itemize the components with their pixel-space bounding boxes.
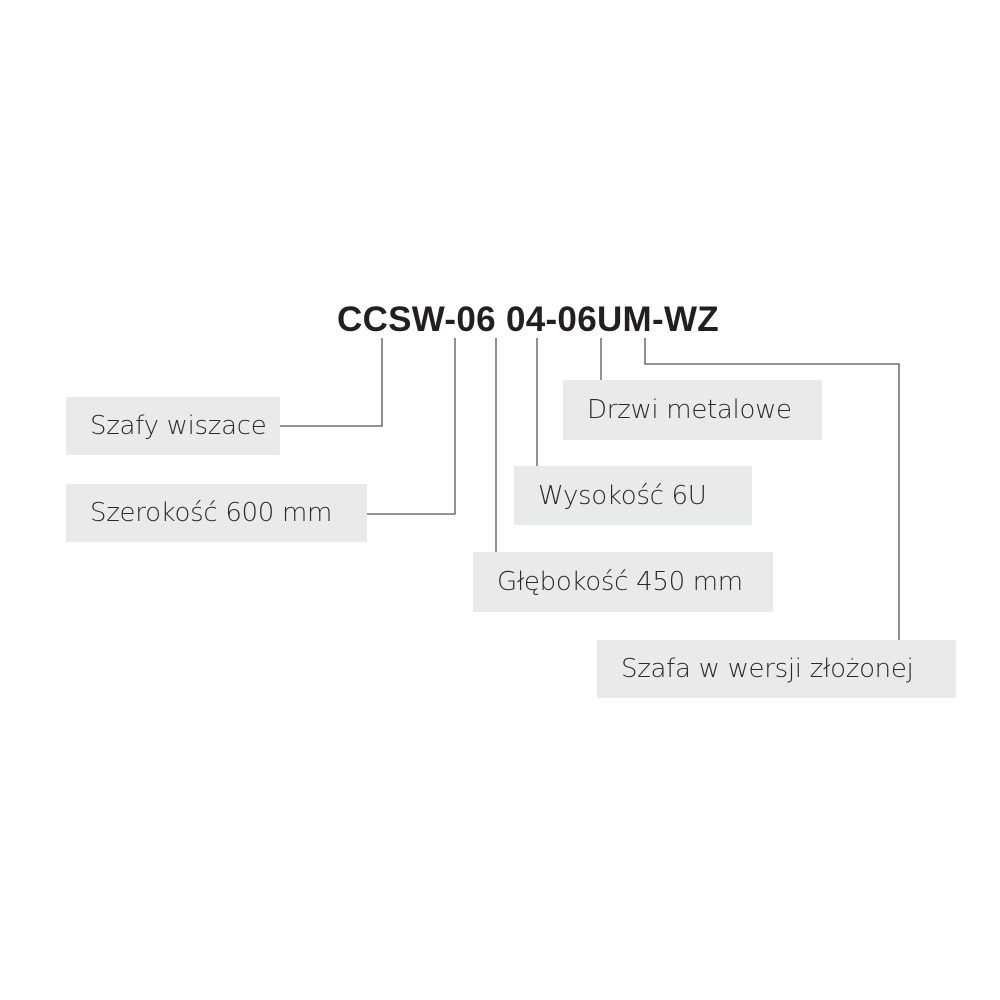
connector-type: [280, 338, 383, 427]
label-door: Drzwi metalowe: [563, 380, 822, 440]
connector-width: [367, 338, 456, 515]
label-height: Wysokość 6U: [514, 466, 752, 525]
label-depth: Głębokość 450 mm: [473, 552, 773, 612]
label-assembled: Szafa w wersji złożonej: [597, 640, 956, 698]
product-code: CCSW-06 04-06UM-WZ: [337, 300, 719, 339]
connector-assembled: [644, 338, 900, 640]
label-type: Szafy wiszace: [66, 397, 280, 455]
label-width: Szerokość 600 mm: [66, 484, 367, 542]
